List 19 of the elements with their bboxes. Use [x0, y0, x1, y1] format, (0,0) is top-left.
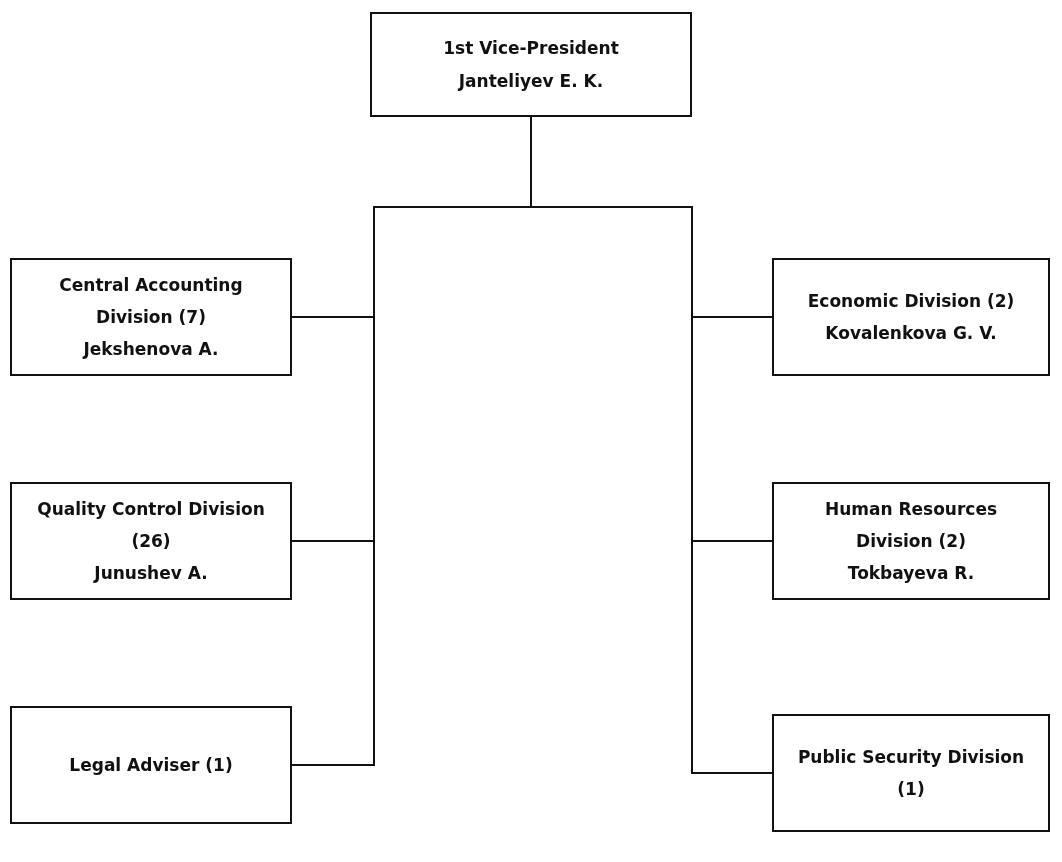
org-box	[772, 714, 1050, 832]
org-box	[10, 706, 292, 824]
person-name: Kovalenkova G. V.	[825, 322, 997, 345]
org-box	[10, 258, 292, 376]
unit-title: Central Accounting Division (7)	[58, 273, 244, 329]
unit-title: Public Security Division (1)	[796, 745, 1026, 801]
org-box	[370, 12, 692, 117]
person-name: Janteliyev E. K.	[458, 69, 604, 93]
unit-title: 1st Vice-President	[443, 37, 619, 61]
org-box	[772, 258, 1050, 376]
person-name: Junushev A.	[94, 562, 208, 586]
person-name: Tokbayeva R.	[847, 562, 975, 586]
unit-title: Economic Division (2)	[807, 289, 1015, 313]
person-name: Jekshenova A.	[83, 338, 219, 362]
org-box	[10, 482, 292, 600]
unit-title: Quality Control Division (26)	[36, 497, 266, 553]
org-box	[772, 482, 1050, 600]
unit-title: Legal Adviser (1)	[69, 753, 233, 777]
unit-title: Human Resources Division (2)	[823, 497, 999, 553]
